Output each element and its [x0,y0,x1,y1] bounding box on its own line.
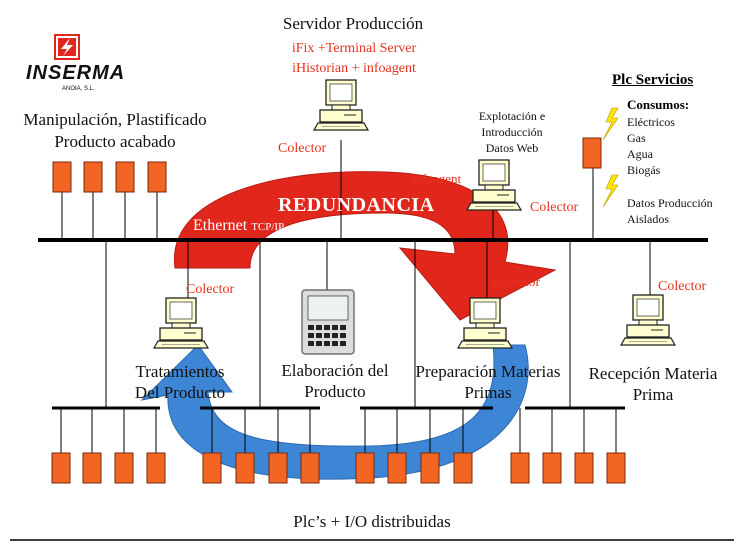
plc-module [574,452,594,484]
consumos-label: Consumos: [627,97,690,112]
plc-module [83,161,103,193]
manipulacion-label-2: Producto acabado [54,132,176,151]
consumo-item-biogas: Biogás [627,163,661,177]
top-plc-drops [61,190,158,240]
ethernet-protocol: TCP/IP [251,221,285,233]
consumo-item-electricos: Eléctricos [627,115,675,129]
preparacion-collector-label: Colector [492,275,541,290]
logo-subtext: ANOIA, S.L. [62,86,95,92]
plc-module [355,452,375,484]
explotacion-label-1: Explotación e [478,109,546,123]
explotacion-label-2: Introducción [481,125,543,139]
consumo-item-gas: Gas [627,131,646,145]
web-computer-icon [466,159,522,211]
red-redundancy-arrow [173,171,557,321]
plc-module [147,161,167,193]
datos-produccion-label: Datos Producción [627,196,713,210]
plc-module [114,452,134,484]
explotacion-label-3: Datos Web [485,141,539,155]
server-software-2: iHistorian + infoagent [292,61,416,76]
server-computer-icon [313,79,369,131]
elaboracion-label-1: Elaboración del [281,361,389,380]
tratamientos-computer-icon [153,297,209,349]
plc-module [542,452,562,484]
preparacion-label-2: Primas [464,383,512,402]
bottom-plc-drops [60,408,617,453]
plc-module [51,452,71,484]
server-title: Servidor Producción [282,14,424,33]
plc-module [115,161,135,193]
lightning-icon [602,174,619,208]
recepcion-computer-icon [620,294,676,346]
web-collector-label: Colector [530,200,579,215]
recepcion-collector-label: Colector [658,279,707,294]
plc-servicios-module [582,137,602,169]
inserma-logo-mark [54,34,80,60]
manipulacion-label-1: Manipulación, Plastificado [23,110,207,129]
plc-module [52,161,72,193]
plc-module [235,452,255,484]
plc-module [146,452,166,484]
logo-text: INSERMA [26,62,126,84]
server-software-1: iFix +Terminal Server [291,41,417,56]
preparacion-label-1: Preparación Materias [415,362,561,381]
recepcion-label-1: Recepción Materia [588,364,718,383]
tratamientos-collector-label: Colector [186,282,235,297]
plc-module [387,452,407,484]
recepcion-label-2: Prima [632,385,674,404]
connection-lines [105,140,651,408]
plc-module [420,452,440,484]
datos-aislados-label: Aislados [627,212,669,226]
server-collector-label: Colector [278,141,327,156]
plc-module [82,452,102,484]
infoagent-label: infoagent [412,171,462,186]
plc-module [300,452,320,484]
plc-servicios-title: Plc Servicios [612,72,694,88]
ethernet-label: Ethernet TCP/IP [193,217,284,235]
bottom-plc-group [51,452,626,484]
elaboracion-label-2: Producto [304,382,366,401]
plc-module [510,452,530,484]
redundancia-label: REDUNDANCIA [278,194,435,216]
hmi-panel-icon [301,289,355,355]
consumo-item-agua: Agua [627,147,653,161]
plc-module [453,452,473,484]
tratamientos-label-2: Del Producto [134,383,226,402]
plc-module [268,452,288,484]
top-plc-group [52,137,602,193]
plc-module [606,452,626,484]
footer-label: Plc’s + I/O distribuidas [293,512,451,531]
plc-module [202,452,222,484]
ethernet-name: Ethernet [193,217,248,234]
lightning-icon [602,107,619,141]
tratamientos-label-1: Tratamientos [135,362,225,381]
